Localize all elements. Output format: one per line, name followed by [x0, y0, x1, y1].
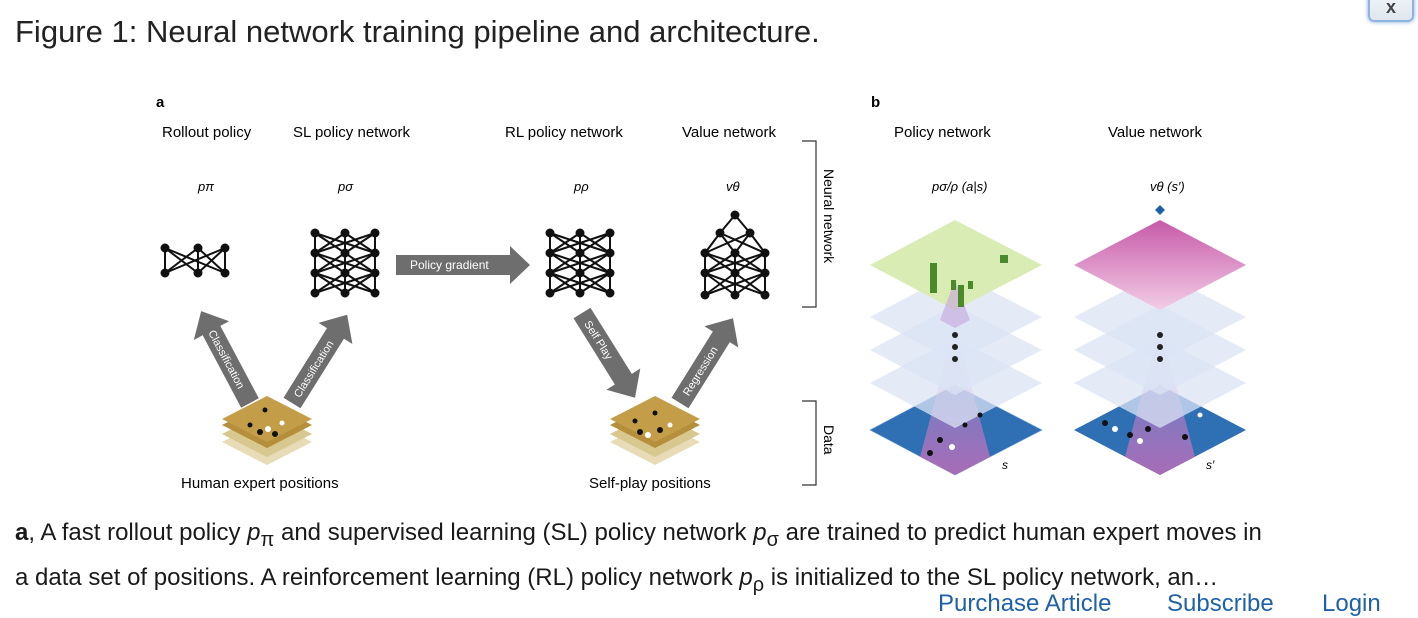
caption-text-1: , A fast rollout policy — [28, 519, 248, 546]
classification-arrow-right: Classification — [283, 314, 353, 409]
caption-symbol-sigma: p — [753, 519, 767, 546]
classification-label-right: Classification — [292, 339, 337, 400]
policy-gradient-label: Policy gradient — [410, 258, 489, 272]
human-expert-boards — [222, 396, 312, 465]
value-network-title: Value network — [682, 124, 776, 141]
panel-b-label: b — [871, 94, 880, 111]
caption-symbol-pi: p — [247, 519, 261, 546]
rl-network-icon — [545, 228, 615, 298]
subscribe-link[interactable]: Subscribe — [1167, 590, 1274, 617]
figure-title: Figure 1: Neural network training pipeli… — [15, 14, 820, 49]
state-s-prime-label: s′ — [1206, 458, 1215, 472]
sl-policy-title: SL policy network — [293, 124, 410, 141]
policy-network-title: Policy network — [894, 124, 991, 141]
state-s-label: s — [1002, 458, 1008, 472]
caption-text-2: and supervised learning (SL) policy netw… — [274, 519, 754, 546]
close-button[interactable]: x — [1368, 0, 1414, 22]
self-play-positions-label: Self-play positions — [589, 475, 711, 492]
human-expert-label: Human expert positions — [181, 475, 339, 492]
value-b-symbol: vθ (s′) — [1150, 179, 1185, 194]
rollout-symbol: pπ — [197, 179, 214, 194]
sl-symbol: pσ — [337, 179, 354, 194]
rollout-policy-title: Rollout policy — [162, 124, 252, 141]
regression-arrow: Regression — [671, 318, 739, 409]
login-link[interactable]: Login — [1322, 590, 1381, 617]
data-bracket — [802, 400, 817, 486]
panel-a-label: a — [156, 94, 165, 111]
data-label: Data — [821, 425, 837, 455]
caption-text-5: is initialized to the SL policy network,… — [764, 563, 1219, 591]
figure-image: a Rollout policy SL policy network RL po… — [140, 85, 1260, 505]
purchase-article-link[interactable]: Purchase Article — [938, 590, 1112, 617]
policy-symbol: pσ/ρ (a|s) — [931, 179, 988, 194]
caption-sub-pi: π — [260, 528, 275, 551]
neural-network-bracket — [802, 140, 817, 308]
caption-text-3: are trained to predict human expert move… — [778, 519, 1262, 546]
sl-network-icon — [310, 228, 380, 298]
self-play-boards — [610, 396, 700, 465]
value-network-stack: s′ — [1074, 205, 1246, 475]
caption-sub-sigma: σ — [766, 528, 779, 551]
figure-caption: a, A fast rollout policy pπ and supervis… — [15, 514, 1405, 604]
policy-network-stack: s — [869, 220, 1043, 476]
value-network-b-title: Value network — [1108, 124, 1202, 141]
value-network-icon — [700, 210, 770, 300]
rl-symbol: pρ — [573, 179, 589, 194]
caption-symbol-rho: p — [739, 563, 753, 591]
caption-text-4: a data set of positions. A reinforcement… — [15, 563, 740, 591]
caption-sub-rho: ρ — [752, 573, 765, 596]
value-symbol: vθ — [726, 179, 740, 194]
neural-network-label: Neural network — [821, 169, 837, 264]
self-play-arrow: Self Play — [573, 307, 641, 398]
rollout-network-icon — [160, 243, 230, 278]
policy-gradient-arrow: Policy gradient — [396, 246, 530, 284]
caption-panel-label: a — [15, 519, 29, 546]
rl-policy-title: RL policy network — [505, 124, 623, 141]
classification-arrow-left: Classification — [193, 311, 259, 408]
